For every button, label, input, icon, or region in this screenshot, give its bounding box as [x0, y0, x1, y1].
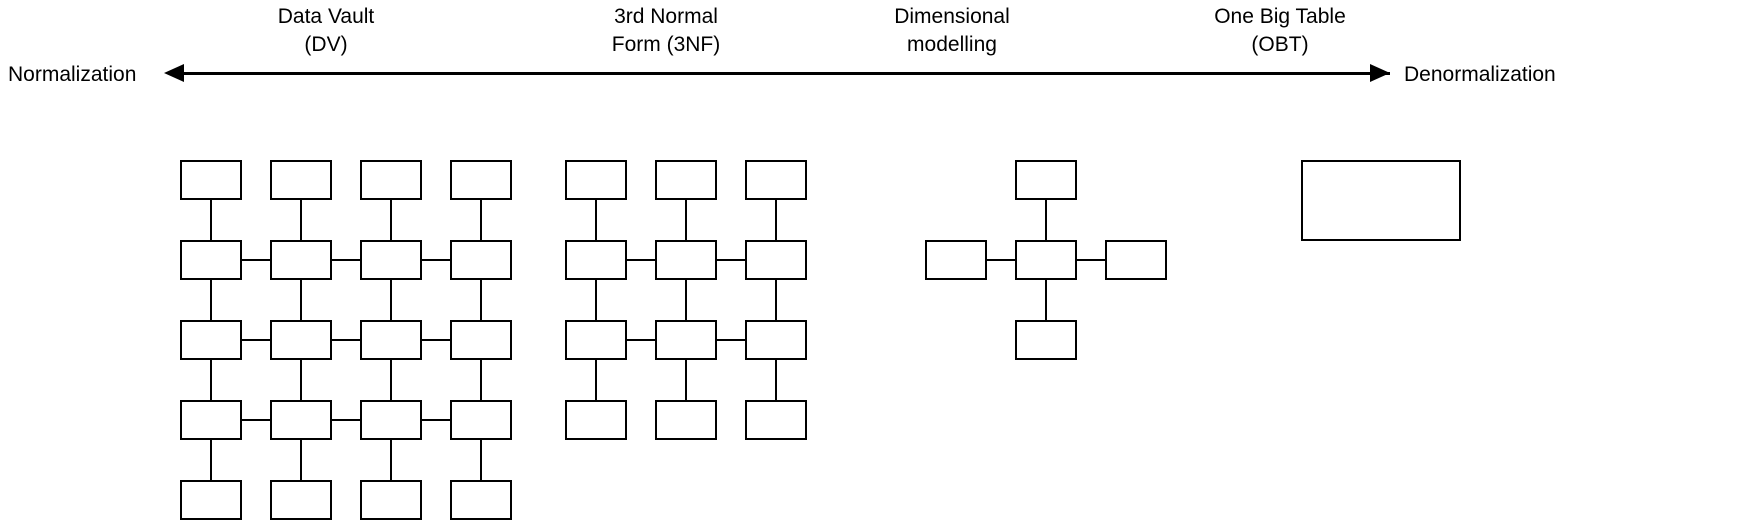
node-box — [360, 160, 422, 200]
node-box — [270, 160, 332, 200]
connector-horizontal — [332, 258, 360, 262]
connector-vertical — [774, 360, 778, 400]
node-box-center — [1015, 240, 1077, 280]
node-box — [925, 240, 987, 280]
arrow-left-icon — [164, 64, 184, 82]
connector-vertical — [209, 440, 213, 480]
connector-horizontal — [422, 338, 450, 342]
connector-vertical — [1044, 200, 1048, 240]
connector-vertical — [774, 280, 778, 320]
connector-vertical — [389, 280, 393, 320]
connector-horizontal — [627, 338, 655, 342]
node-box — [655, 160, 717, 200]
connector-vertical — [299, 360, 303, 400]
connector-vertical — [479, 200, 483, 240]
node-box — [270, 480, 332, 520]
connector-vertical — [209, 360, 213, 400]
node-box — [655, 400, 717, 440]
node-box — [270, 240, 332, 280]
node-box — [180, 320, 242, 360]
connector-horizontal — [987, 258, 1015, 262]
section-caption-third-normal-form: 3rd Normal Form (3NF) — [611, 5, 721, 56]
node-box — [745, 320, 807, 360]
connector-vertical — [299, 280, 303, 320]
axis-label-denormalization: Denormalization — [1404, 63, 1556, 86]
connector-vertical — [299, 440, 303, 480]
node-box — [745, 400, 807, 440]
connector-vertical — [209, 200, 213, 240]
connector-horizontal — [1077, 258, 1105, 262]
node-box — [360, 240, 422, 280]
node-box — [655, 240, 717, 280]
section-caption-one-big-table: One Big Table (OBT) — [1214, 5, 1346, 56]
node-box — [1015, 320, 1077, 360]
node-box — [565, 320, 627, 360]
node-box — [360, 320, 422, 360]
node-box — [360, 400, 422, 440]
connector-horizontal — [717, 338, 745, 342]
connector-vertical — [684, 280, 688, 320]
node-box — [655, 320, 717, 360]
connector-vertical — [684, 360, 688, 400]
connector-vertical — [1044, 280, 1048, 320]
connector-horizontal — [717, 258, 745, 262]
node-box — [450, 160, 512, 200]
connector-vertical — [684, 200, 688, 240]
node-box-one-big-table — [1301, 160, 1461, 241]
connector-horizontal — [422, 418, 450, 422]
connector-vertical — [389, 200, 393, 240]
node-box — [565, 400, 627, 440]
node-box — [565, 240, 627, 280]
section-caption-data-vault: Data Vault (DV) — [277, 5, 375, 56]
connector-horizontal — [627, 258, 655, 262]
connector-vertical — [479, 440, 483, 480]
connector-horizontal — [242, 258, 270, 262]
connector-horizontal — [242, 338, 270, 342]
node-box — [270, 400, 332, 440]
connector-vertical — [479, 360, 483, 400]
connector-horizontal — [242, 418, 270, 422]
node-box — [565, 160, 627, 200]
node-box — [1015, 160, 1077, 200]
node-box — [180, 240, 242, 280]
node-box — [180, 400, 242, 440]
node-box — [180, 160, 242, 200]
connector-vertical — [594, 360, 598, 400]
node-box — [745, 160, 807, 200]
axis-line — [170, 72, 1390, 75]
connector-vertical — [389, 360, 393, 400]
connector-vertical — [479, 280, 483, 320]
connector-vertical — [774, 200, 778, 240]
connector-vertical — [299, 200, 303, 240]
section-caption-dimensional-modelling: Dimensional modelling — [894, 5, 1010, 56]
node-box — [1105, 240, 1167, 280]
connector-horizontal — [332, 418, 360, 422]
connector-horizontal — [332, 338, 360, 342]
node-box — [450, 320, 512, 360]
node-box — [745, 240, 807, 280]
node-box — [180, 480, 242, 520]
node-box — [450, 480, 512, 520]
connector-vertical — [209, 280, 213, 320]
node-box — [270, 320, 332, 360]
node-box — [450, 240, 512, 280]
connector-horizontal — [422, 258, 450, 262]
arrow-right-icon — [1370, 64, 1390, 82]
axis-label-normalization: Normalization — [8, 63, 137, 86]
node-box — [360, 480, 422, 520]
node-box — [450, 400, 512, 440]
connector-vertical — [594, 200, 598, 240]
connector-vertical — [594, 280, 598, 320]
connector-vertical — [389, 440, 393, 480]
